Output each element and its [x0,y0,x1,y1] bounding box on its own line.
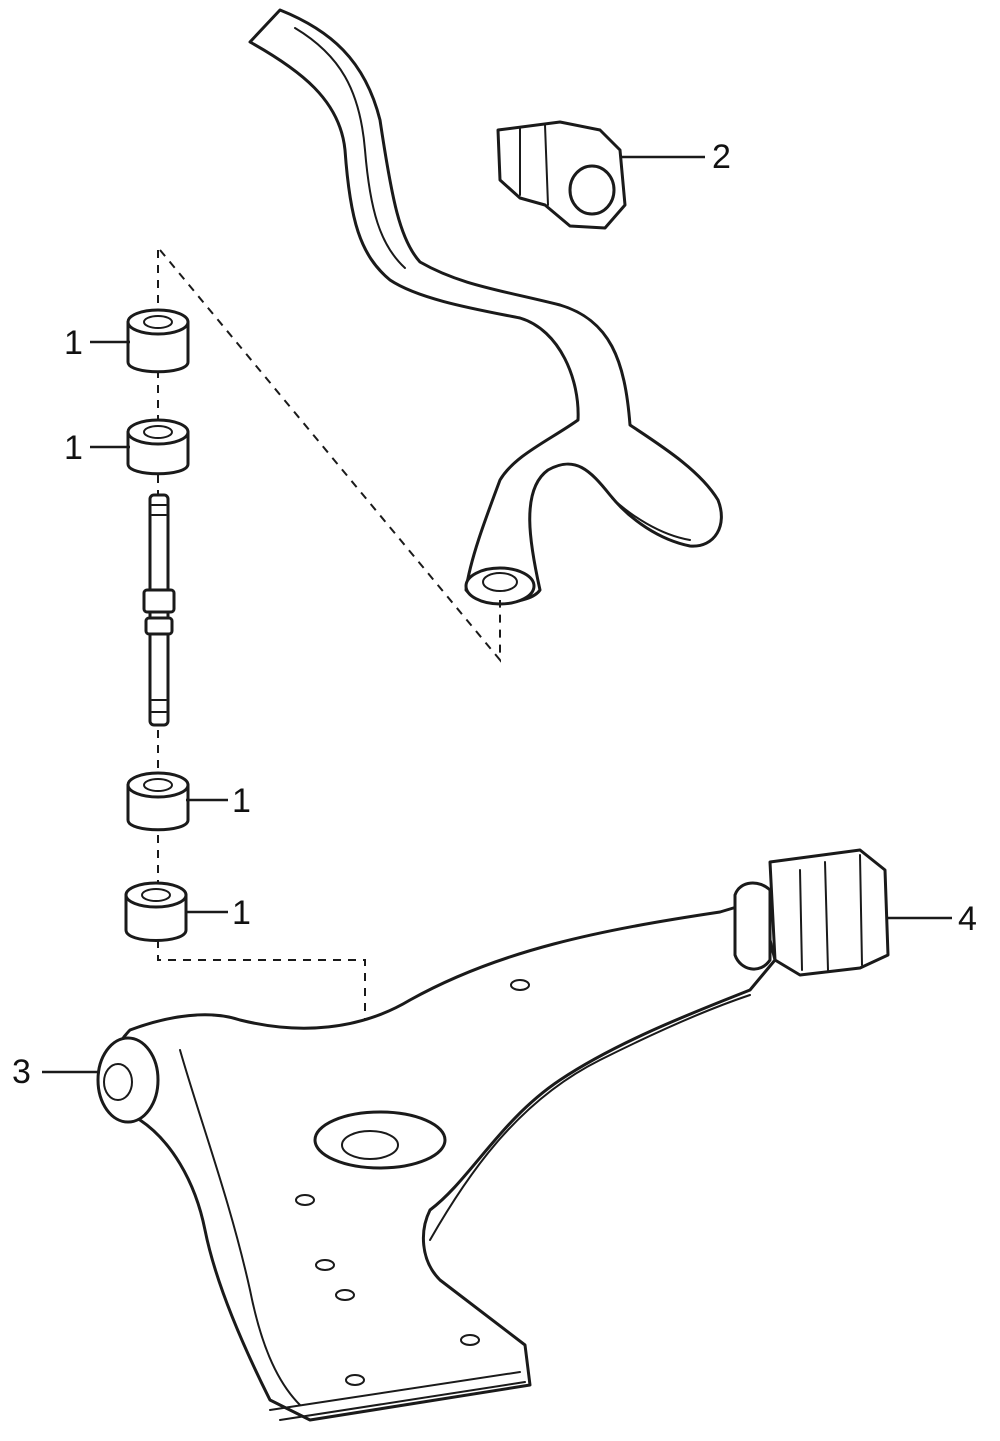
link-bushing-bottom-1 [126,771,190,832]
arm-rear-bushing [733,848,890,977]
stabilizer-bar [248,8,723,606]
stabilizer-link-bolt [142,493,176,727]
callout-1-bottom: 1 [232,894,251,932]
link-bushing-bottom-2 [124,881,188,942]
stabilizer-bushing [496,120,627,230]
leader-lines [42,155,952,1074]
link-bushing-top-2 [126,418,190,476]
callout-2: 2 [712,138,731,176]
callout-1-top: 1 [64,324,83,362]
callout-3: 3 [12,1053,31,1091]
link-bushing-top-1 [126,308,190,374]
arm-front-bushing [96,1036,160,1124]
callout-1-lower: 1 [232,782,251,820]
callout-1-upper: 1 [64,429,83,467]
callout-4: 4 [958,900,977,938]
lower-control-arm [110,898,777,1422]
